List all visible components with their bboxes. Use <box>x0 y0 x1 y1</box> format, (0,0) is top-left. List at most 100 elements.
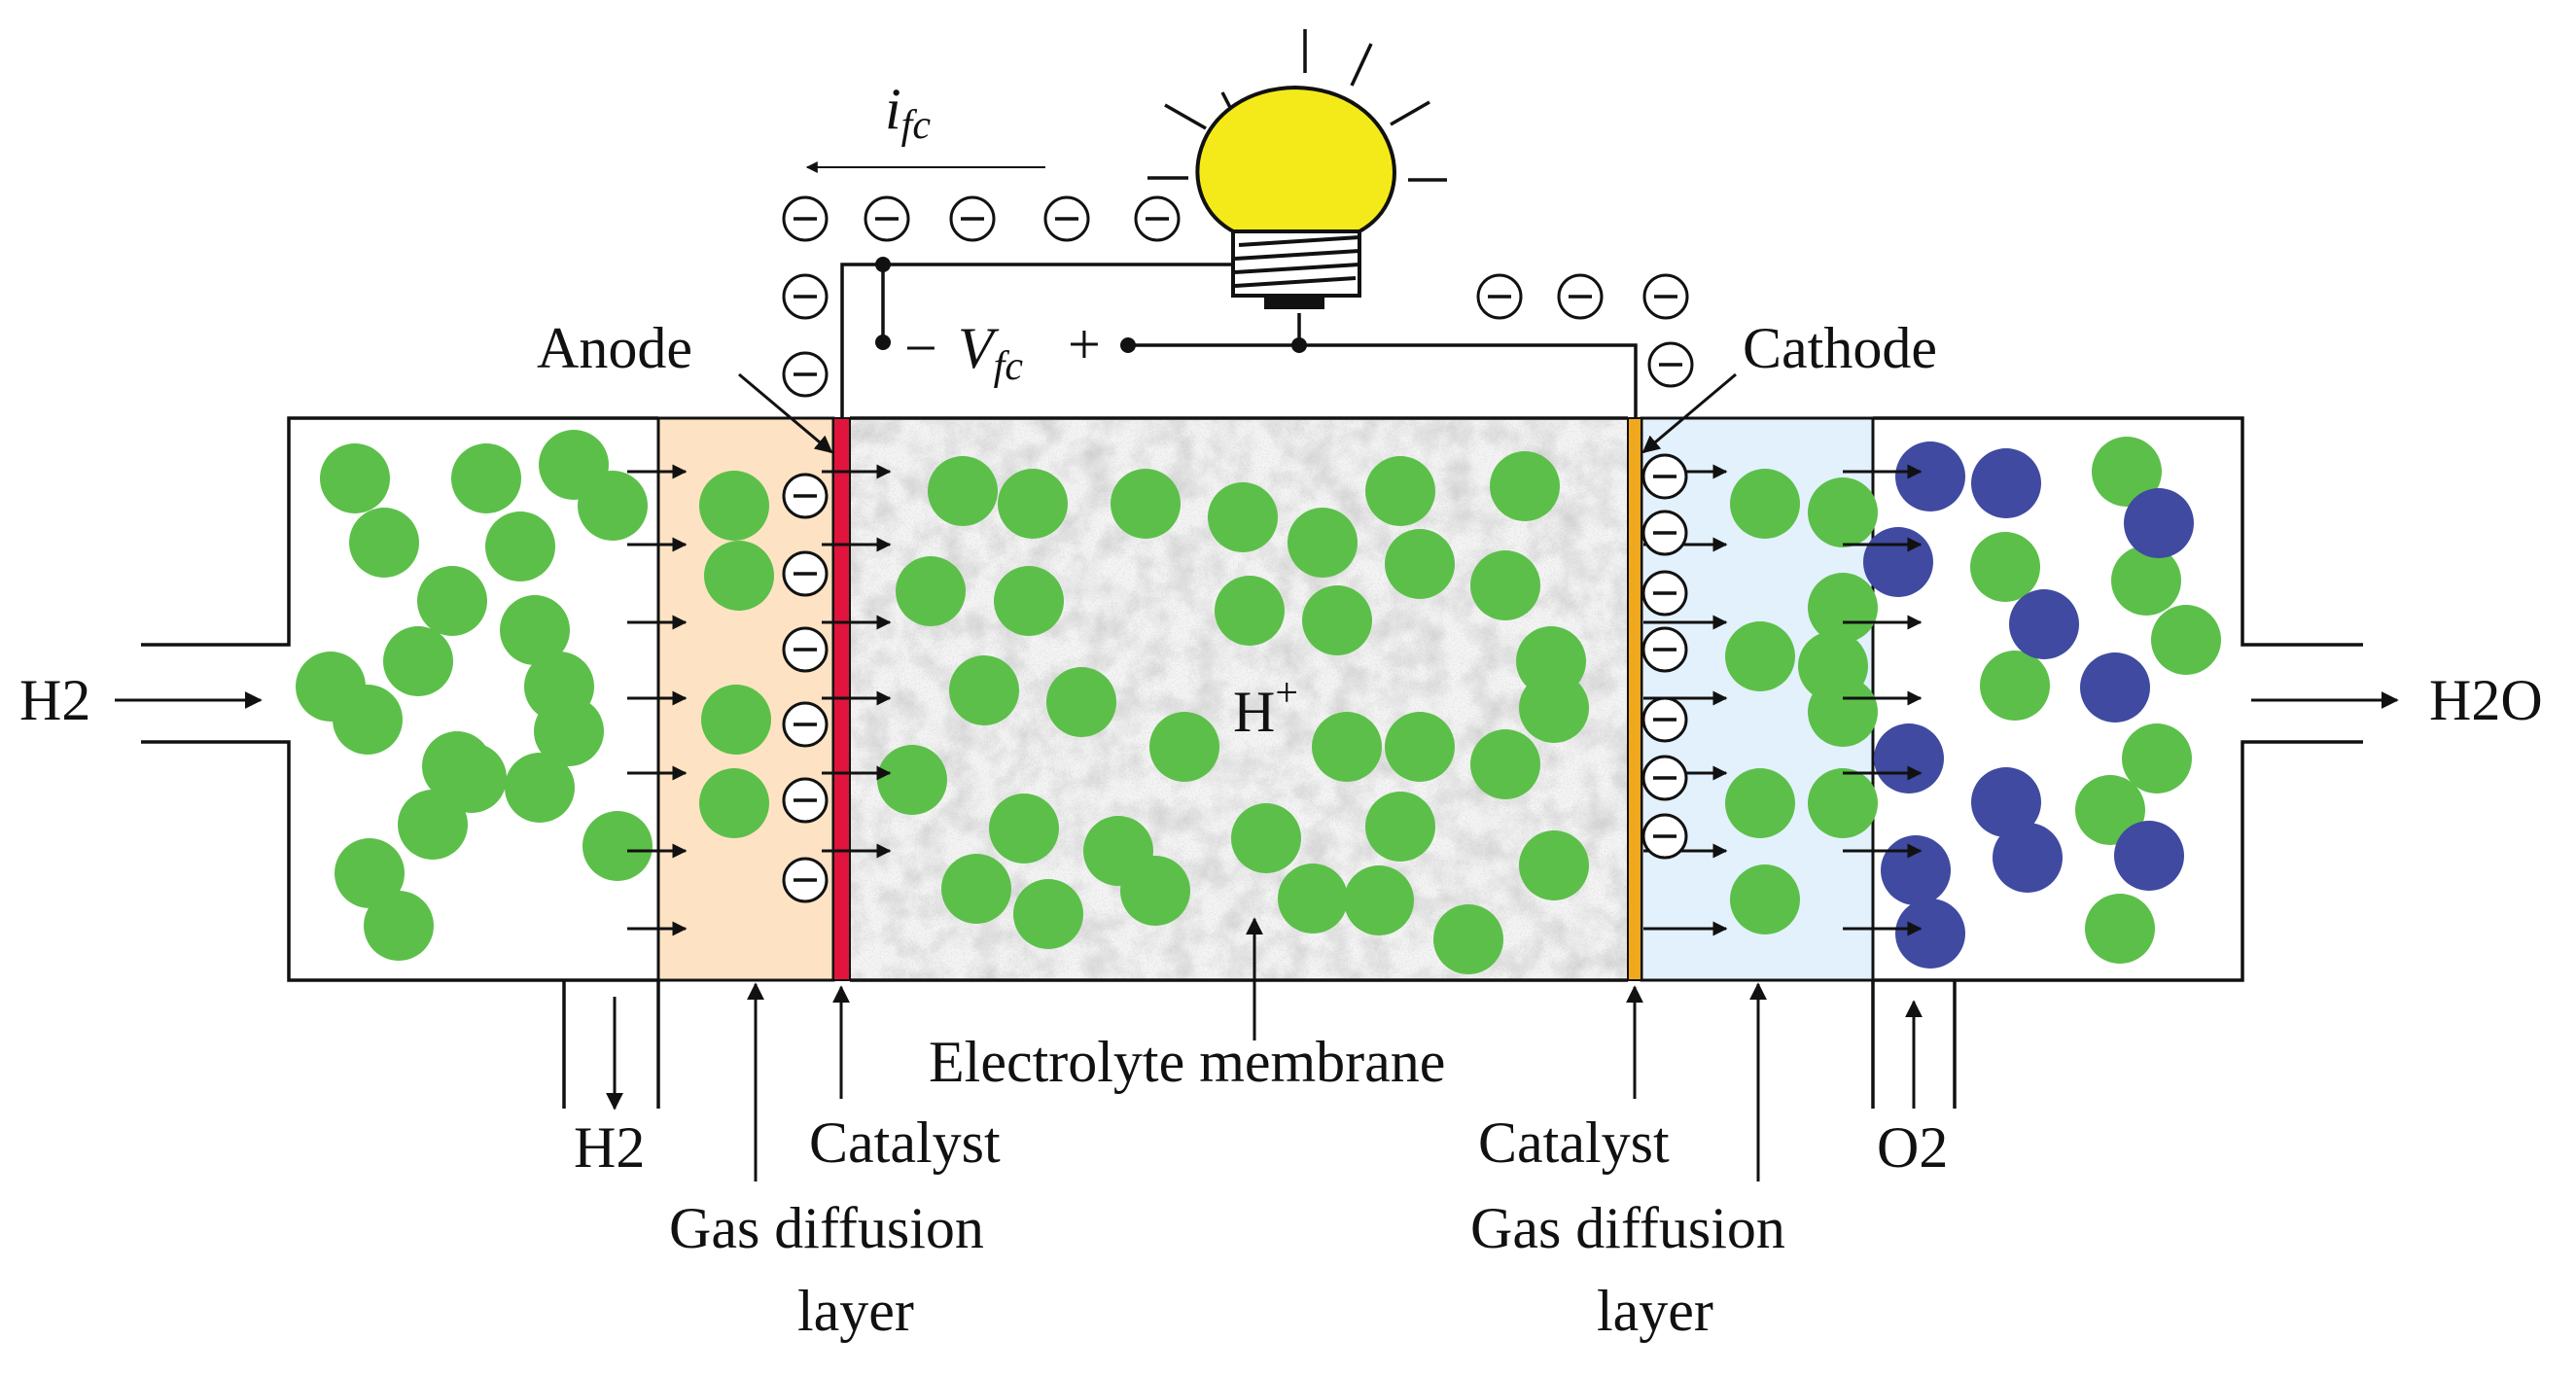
hydrogen-atom <box>877 745 947 815</box>
electron-icon <box>1641 696 1688 743</box>
electron-icon <box>1476 273 1523 320</box>
hydrogen-atom <box>699 471 769 541</box>
oxygen-atom <box>1895 441 1965 511</box>
anode-label: Anode <box>537 316 692 380</box>
voltage-label: Vfc <box>958 316 1023 389</box>
hydrogen-atom <box>1470 550 1540 620</box>
hydrogen-atom <box>928 456 998 526</box>
voltage-terminal-minus <box>875 335 891 350</box>
hydrogen-atom <box>1808 573 1878 643</box>
hydrogen-atom <box>701 685 771 755</box>
hydrogen-atom <box>949 655 1019 725</box>
hydrogen-atom <box>1808 768 1878 838</box>
electron-icon <box>1134 195 1181 242</box>
electron-icon <box>1557 273 1604 320</box>
hydrogen-atom <box>994 566 1064 636</box>
electron-icon <box>782 550 829 597</box>
hydrogen-atom <box>1149 712 1219 782</box>
hydrogen-atom <box>333 685 403 755</box>
hydrogen-molecules <box>296 430 2221 974</box>
oxygen-atom <box>2114 821 2184 891</box>
hydrogen-atom <box>941 854 1011 924</box>
hydrogen-atom <box>1111 469 1181 539</box>
hydrogen-atom <box>1519 830 1589 900</box>
hydrogen-atom <box>1215 576 1285 646</box>
electron-icon <box>864 195 910 242</box>
hydrogen-atom <box>1231 803 1301 873</box>
hydrogen-atom <box>1385 529 1455 599</box>
h2-inlet-label: H2 <box>19 668 90 732</box>
hydrogen-atom <box>437 743 507 813</box>
hydrogen-atom <box>1808 677 1878 747</box>
hydrogen-atom <box>998 469 1068 539</box>
circuit-junction-right <box>1291 337 1307 353</box>
oxygen-atom <box>2009 589 2079 659</box>
electron-icon <box>1043 195 1090 242</box>
electron-icon <box>1641 510 1688 556</box>
electron-icon <box>782 777 829 824</box>
oxygen-atom <box>1971 767 2041 837</box>
hydrogen-atom <box>578 471 648 541</box>
hydrogen-atom <box>1344 865 1414 935</box>
hydrogen-atom <box>582 811 653 881</box>
oxygen-molecules <box>1863 441 2194 969</box>
electron-icon <box>782 857 829 903</box>
cell-housing <box>141 416 2363 1109</box>
hydrogen-atom <box>1490 451 1560 521</box>
hydrogen-atom <box>1730 469 1800 539</box>
hydrogen-atom <box>1013 879 1083 949</box>
hydrogen-atom <box>320 443 390 513</box>
voltage-minus-label: − <box>904 316 937 380</box>
hydrogen-atom <box>1208 482 1278 552</box>
light-bulb-icon <box>1147 29 1447 309</box>
membrane-label: Electrolyte membrane <box>929 1030 1445 1094</box>
electrons <box>782 195 1694 903</box>
o2-inlet-label: O2 <box>1877 1115 1948 1180</box>
oxygen-atom <box>2080 652 2150 723</box>
oxygen-atom <box>1971 448 2041 518</box>
current-label: ifc <box>885 77 931 148</box>
hydrogen-atom <box>485 511 555 582</box>
cathode-pointer <box>1641 372 1737 454</box>
hydrogen-atom <box>500 595 570 665</box>
hydrogen-atom <box>383 626 453 696</box>
hydrogen-atom <box>1385 712 1455 782</box>
cathode-label: Cathode <box>1743 316 1937 380</box>
hydrogen-atom <box>2085 894 2155 964</box>
anode-gdl-label-line1: Gas diffusion <box>669 1196 984 1260</box>
electron-icon <box>782 195 829 242</box>
hydrogen-atom <box>2122 723 2192 793</box>
electron-icon <box>1641 755 1688 801</box>
electron-icon <box>1642 273 1689 320</box>
electron-icon <box>1641 453 1688 500</box>
hydrogen-atom <box>2075 775 2145 845</box>
circuit-junction-left <box>875 257 891 272</box>
oxygen-atom <box>1993 823 2063 893</box>
hydrogen-atom <box>534 696 604 766</box>
hydrogen-atom <box>1433 904 1503 974</box>
hydrogen-atom <box>1725 621 1795 691</box>
hydrogen-atom <box>1980 651 2050 721</box>
anode-catalyst-label: Catalyst <box>809 1111 1001 1175</box>
anode-pointer <box>738 372 833 454</box>
anode-gdl-label-line2: layer <box>797 1279 914 1343</box>
hydrogen-atom <box>349 508 419 578</box>
hydrogen-atom <box>2111 546 2181 616</box>
oxygen-atom <box>1863 527 1933 597</box>
electron-icon <box>782 351 829 398</box>
hydrogen-atom <box>451 443 521 513</box>
hydrogen-atom <box>989 793 1059 864</box>
hydrogen-atom <box>1970 532 2040 602</box>
cathode-catalyst <box>1627 417 1642 981</box>
electron-icon <box>782 701 829 748</box>
oxygen-atom <box>1895 899 1965 969</box>
hydrogen-atom <box>704 541 774 611</box>
hydrogen-atom <box>1302 585 1372 655</box>
hydrogen-atom <box>1278 864 1348 934</box>
hydrogen-atom <box>1365 456 1435 526</box>
hydrogen-atom <box>1120 856 1190 926</box>
hydrogen-atom <box>398 790 468 860</box>
proton-label: H+ <box>1233 671 1298 744</box>
hydrogen-atom <box>896 556 966 626</box>
hydrogen-atom <box>1365 792 1435 862</box>
